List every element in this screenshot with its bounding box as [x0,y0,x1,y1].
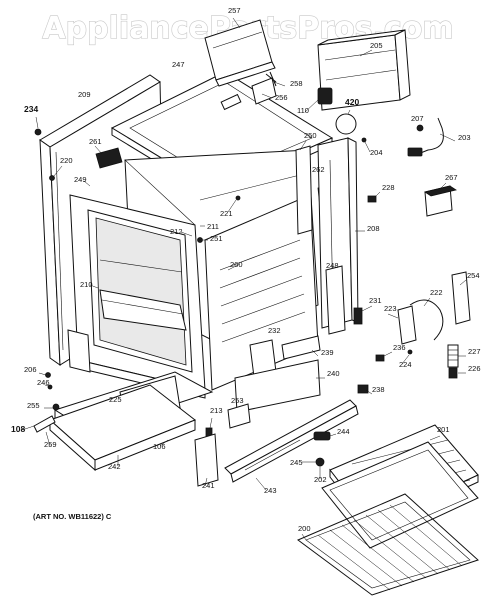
part-label-258: 258 [290,79,303,88]
part-label-206: 206 [24,365,37,374]
part-label-211: 211 [207,222,219,231]
flue-cover-drawing [204,19,276,87]
part-label-244: 244 [337,427,350,436]
part-label-246: 246 [37,378,50,387]
part-label-253: 253 [231,396,244,405]
part-label-200: 200 [298,524,311,533]
part-label-221: 221 [220,209,233,218]
part-label-241: 241 [202,481,215,490]
part-label-236: 236 [393,343,406,352]
part-label-225: 225 [109,395,122,404]
part-label-213: 213 [210,406,223,415]
part-248-drawing [325,265,346,335]
part-label-251: 251 [210,234,223,243]
part-label-204: 204 [370,148,383,157]
part-240-drawing [234,359,321,413]
part-243-drawing [224,399,359,491]
part-259-drawing [33,415,56,433]
part-label-242: 242 [108,462,121,471]
part-label-231: 231 [369,296,382,305]
part-267-drawing [424,182,457,217]
part-label-232: 232 [268,326,281,335]
part-222-drawing [397,297,444,345]
art-number: (ART NO. WB11622) C [33,512,112,521]
part-label-201: 201 [437,425,450,434]
part-label-234: 234 [24,104,38,114]
part-label-209: 209 [78,90,91,99]
part-254-drawing [451,271,471,325]
part-label-228: 228 [382,183,395,192]
part-label-205: 205 [370,41,383,50]
part-label-420: 420 [345,97,359,107]
part-label-203: 203 [458,133,471,142]
part-420-drawing [335,113,357,135]
part-label-259: 259 [44,440,57,449]
part-label-255: 255 [27,401,40,410]
part-250-drawing [295,145,313,235]
part-label-240: 240 [327,369,340,378]
part-label-222: 222 [430,288,443,297]
part-label-223: 223 [384,304,397,313]
part-label-260: 260 [230,260,243,269]
part-label-224: 224 [399,360,412,369]
part-261-drawing [95,147,123,169]
part-label-267: 267 [445,173,458,182]
part-label-207: 207 [411,114,424,123]
part-label-227: 227 [468,347,481,356]
part-label-226: 226 [468,364,481,373]
part-227-drawing [447,344,466,379]
part-label-256: 256 [275,93,288,102]
part-label-250: 250 [304,131,317,140]
part-label-257: 257 [228,6,241,15]
part-242-drawing [49,384,196,472]
part-label-245: 245 [290,458,303,467]
part-label-247: 247 [172,60,185,69]
part-label-202: 202 [314,475,327,484]
part-label-254: 254 [467,271,480,280]
part-110-drawing [317,87,333,105]
part-239-drawing [281,335,321,360]
part-label-210: 210 [80,280,93,289]
flue-bracket-drawing [251,71,277,105]
part-label-262: 262 [312,165,325,174]
part-label-261: 261 [89,137,102,146]
part-label-239: 239 [321,348,334,357]
part-label-208: 208 [367,224,380,233]
part-drawings [21,17,479,596]
part-label-248: 248 [326,261,339,270]
part-label-238: 238 [372,385,385,394]
part-label-106: 106 [153,442,166,451]
part-label-212: 212 [170,227,183,236]
part-label-243: 243 [264,486,277,495]
part-label-108: 108 [11,424,25,434]
part-label-220: 220 [60,156,73,165]
part-label-249: 249 [74,175,87,184]
oven-rack-drawing [297,493,479,596]
part-label-110: 110 [297,106,309,115]
backguard-drawing [317,29,411,111]
part-241-drawing [194,433,219,487]
oven-body-drawing [67,149,319,399]
power-cord-drawing [407,117,456,157]
